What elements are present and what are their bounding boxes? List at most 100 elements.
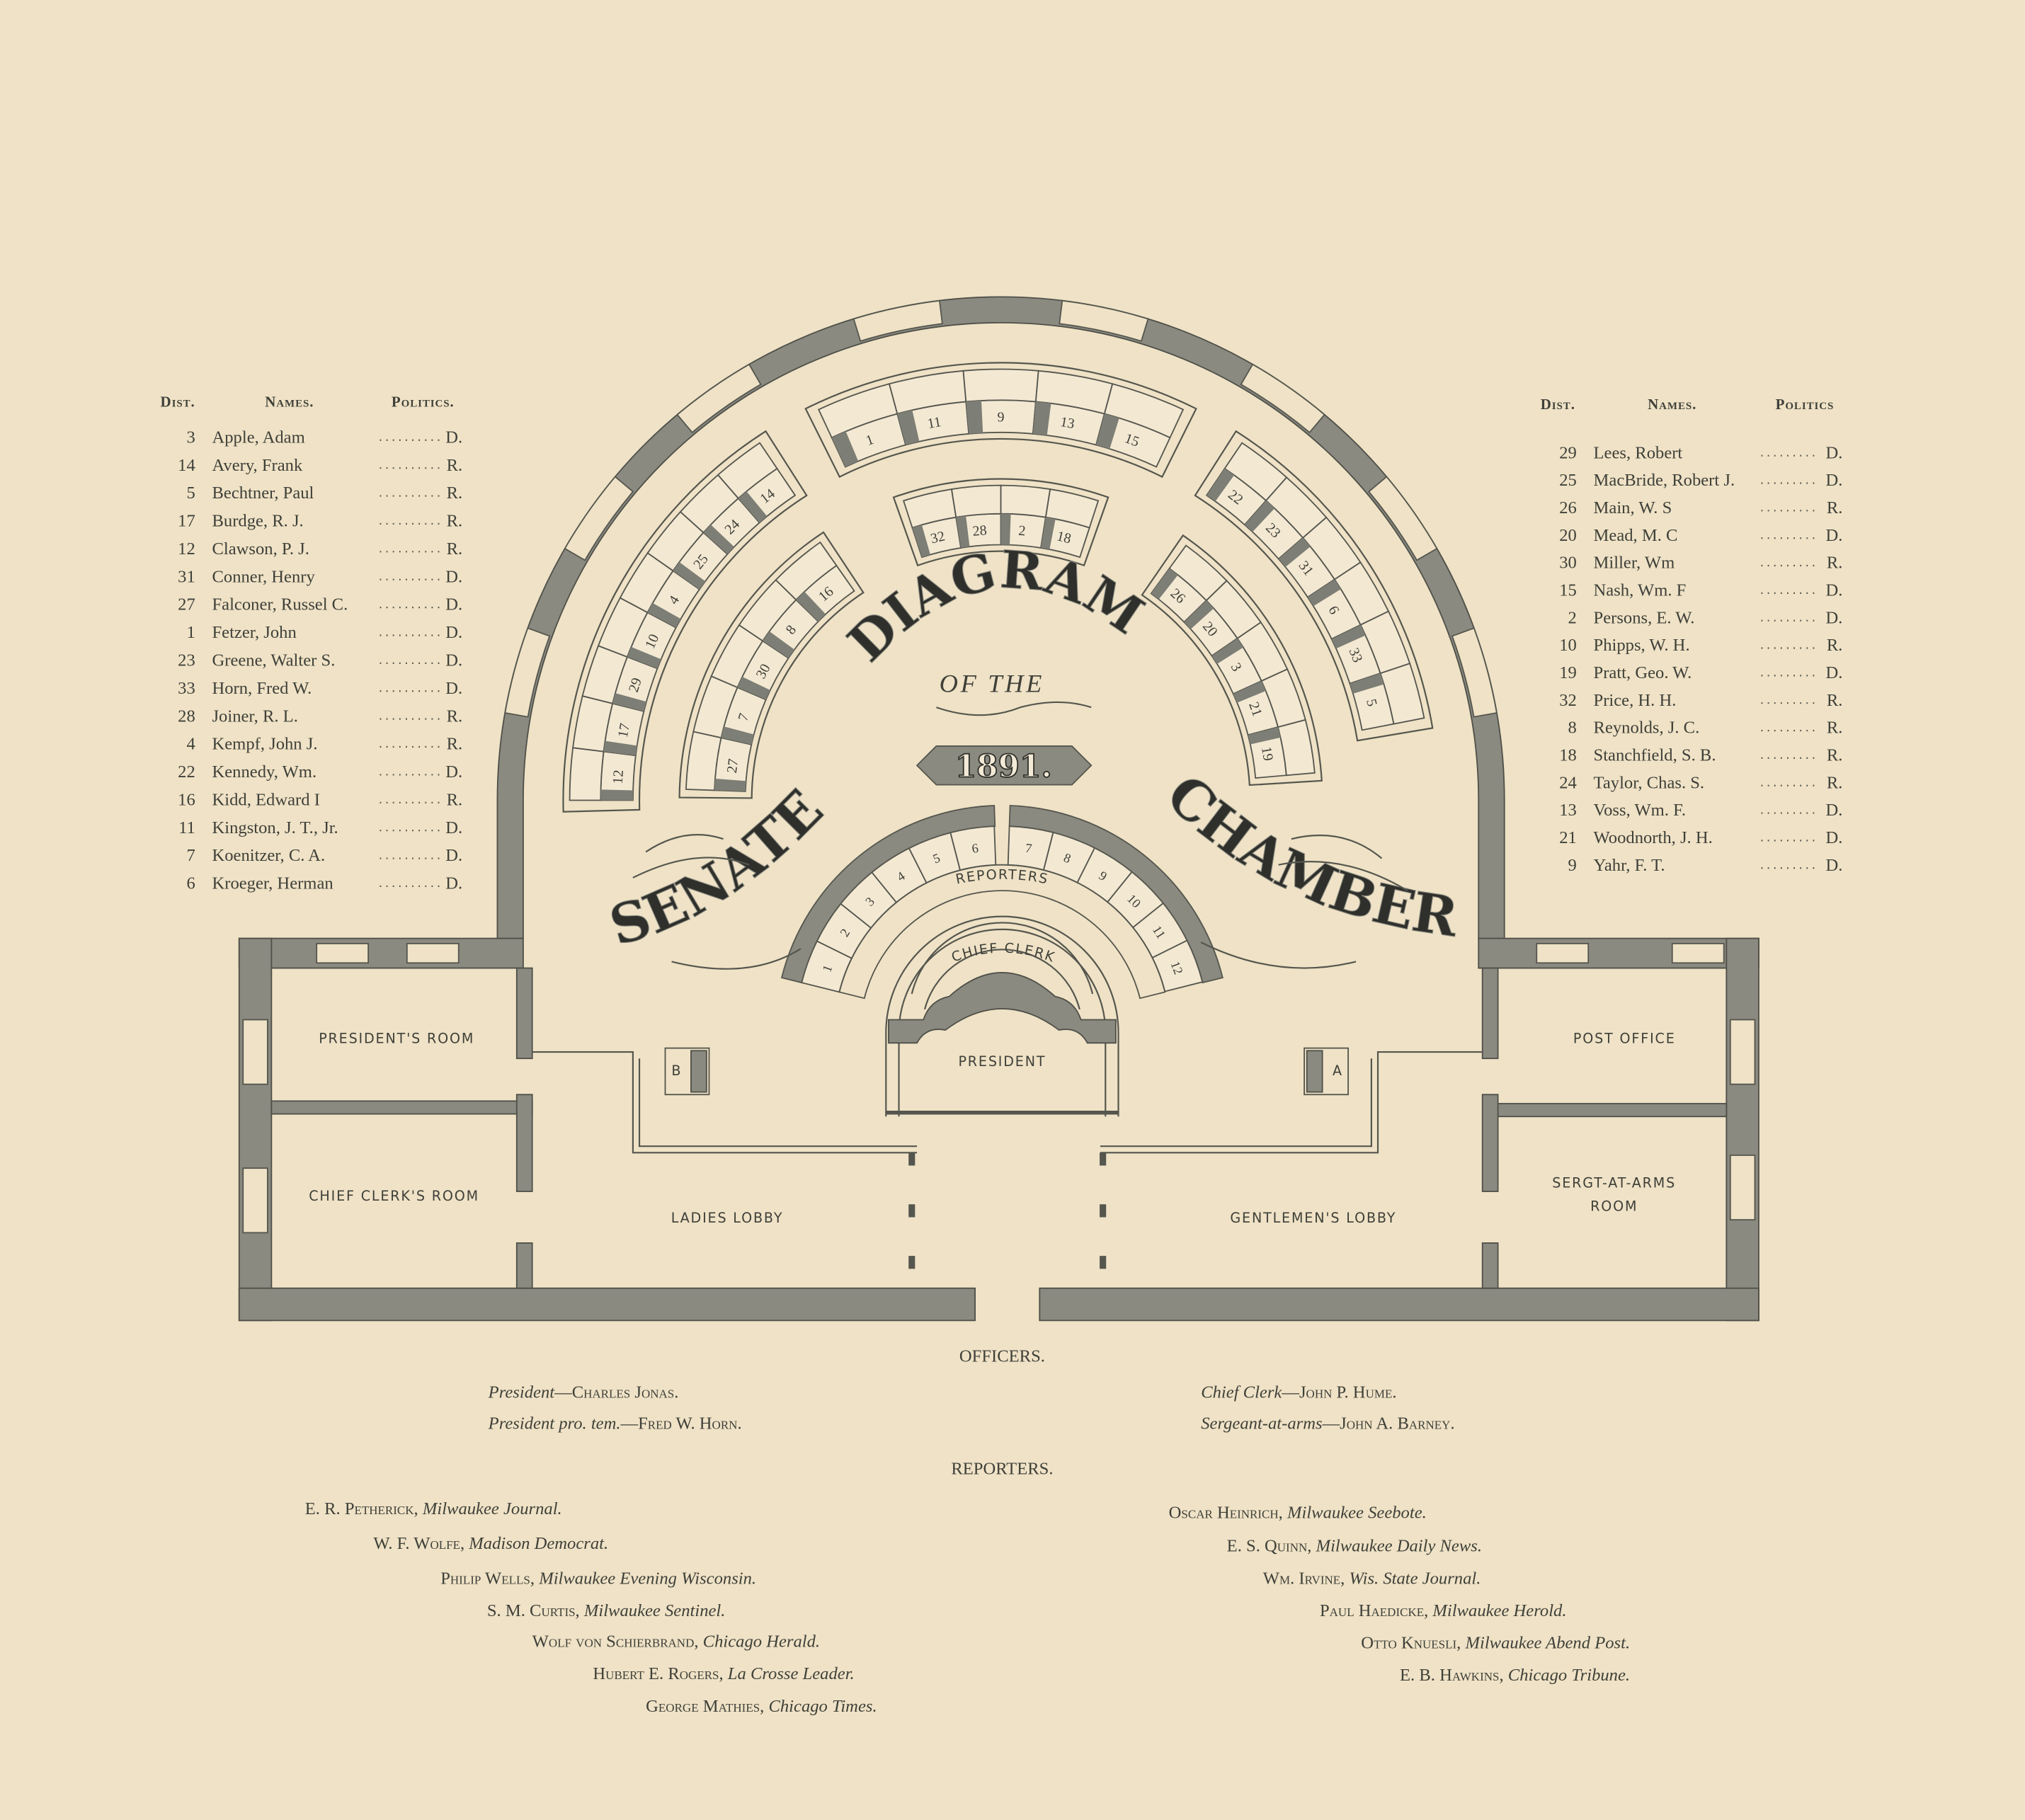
arch-window	[1367, 476, 1438, 561]
senator-seat[interactable]: 3	[1211, 621, 1289, 695]
district-number: 15	[1559, 581, 1577, 600]
reporters-aisle	[838, 864, 1166, 1000]
senator-seat[interactable]: 14	[717, 442, 797, 524]
chief-clerk-desk-inner	[923, 949, 1080, 1010]
district-number: 30	[1559, 554, 1577, 573]
seat-divider	[1211, 638, 1243, 664]
window	[1671, 942, 1725, 964]
senator-seat[interactable]: 13	[1032, 370, 1114, 446]
party: D.	[1826, 471, 1843, 490]
party: D.	[1826, 526, 1843, 545]
district-number: 14	[178, 456, 195, 475]
senator-name: Kingston, J. T., Jr.	[212, 818, 338, 837]
sergeant-at-arms-room-label: SERGT-AT-ARMS	[1552, 1175, 1676, 1191]
senator-seat[interactable]: 30	[710, 624, 789, 701]
senator-seat[interactable]: 19	[1247, 719, 1316, 779]
party: R.	[1827, 719, 1843, 738]
senator-seat[interactable]: 24	[679, 474, 760, 556]
gentlemens-lobby-label: GENTLEMEN'S LOBBY	[1230, 1210, 1396, 1226]
window	[242, 1019, 268, 1085]
senator-seat[interactable]: 11	[888, 370, 970, 446]
reporter-entry: Wolf von Schierbrand, Chicago Herald.	[532, 1632, 820, 1652]
arch-window	[1240, 363, 1325, 434]
window	[1729, 1155, 1756, 1221]
party: D.	[445, 651, 462, 670]
party: R.	[1827, 636, 1843, 655]
district-number: 33	[178, 679, 195, 698]
senator-seat[interactable]: 4	[619, 551, 701, 629]
chief-clerk-desk-outer	[911, 922, 1094, 995]
senator-seat[interactable]: 15	[1095, 383, 1185, 468]
chief-clerks-room-label: CHIEF CLERK'S ROOM	[309, 1188, 479, 1204]
party: D.	[445, 595, 462, 614]
senator-seat[interactable]: 21	[1232, 668, 1306, 736]
district-number: 25	[1559, 471, 1577, 490]
senator-seat[interactable]: 32	[902, 488, 962, 559]
senator-name: Woodnorth, J. H.	[1594, 828, 1713, 847]
senator-seat[interactable]: 10	[597, 597, 677, 670]
seat-divider	[1331, 624, 1366, 649]
reporter-seat-number: 7	[1025, 841, 1033, 856]
party: D.	[445, 679, 462, 698]
officers-section: OFFICERS. President—Charles Jonas. Presi…	[305, 1347, 1630, 1716]
seat-divider	[1244, 500, 1275, 532]
interior-wall	[515, 1094, 533, 1192]
seat-divider	[647, 602, 681, 628]
seat-chair	[962, 368, 1039, 403]
senator-name: Kennedy, Wm.	[212, 762, 316, 782]
left-wing-top-wall	[238, 937, 524, 969]
seat-chair	[1000, 484, 1051, 518]
seat-number: 11	[926, 414, 942, 432]
party: R.	[1827, 746, 1843, 765]
senator-seat[interactable]: 22	[1205, 442, 1288, 526]
senator-seat[interactable]: 9	[962, 368, 1039, 435]
district-number: 26	[1559, 498, 1577, 517]
senator-name: Mead, M. C	[1594, 526, 1678, 545]
senator-seat[interactable]: 28	[950, 484, 1002, 549]
reporter-seat[interactable]: 12	[1151, 939, 1204, 992]
district-number: 13	[1559, 801, 1577, 820]
seat-divider	[1207, 468, 1235, 502]
officer-chief-clerk: Chief Clerk—John P. Hume.	[1201, 1383, 1396, 1402]
senator-name: Nash, Wm. F	[1594, 581, 1687, 600]
post-office-label: POST OFFICE	[1573, 1030, 1676, 1046]
seat-divider	[912, 525, 930, 558]
seat-number: 27	[724, 758, 741, 774]
arch-window	[676, 363, 762, 434]
president-desk	[888, 972, 1117, 1044]
seat-divider	[612, 693, 646, 711]
district-number: 7	[186, 846, 195, 865]
senator-seat[interactable]: 25	[646, 510, 729, 590]
senator-seat[interactable]: 33	[1330, 610, 1411, 685]
seat-divider	[714, 778, 746, 791]
senator-name: Main, W. S	[1594, 498, 1672, 517]
seat-divider	[1096, 413, 1119, 450]
party: R.	[447, 790, 463, 809]
senator-seat[interactable]: 6	[1306, 561, 1390, 640]
reporter-entry: Otto Knuesli, Milwaukee Abend Post.	[1361, 1633, 1630, 1652]
president-dais	[885, 915, 1119, 1117]
seat-number: 32	[929, 528, 947, 546]
senator-seat[interactable]: 12	[569, 747, 637, 801]
seat-row-frame	[678, 531, 865, 799]
door-b-shade	[690, 1050, 707, 1093]
senator-seat[interactable]: 18	[1040, 488, 1100, 559]
roster-header-dist: Dist.	[161, 393, 195, 410]
senator-seat[interactable]: 2	[1000, 484, 1051, 549]
senator-seat[interactable]: 27	[685, 731, 753, 792]
senator-seat[interactable]: 5	[1349, 663, 1425, 731]
senator-seat[interactable]: 8	[738, 578, 819, 659]
senator-seat[interactable]: 17	[572, 695, 645, 757]
senator-seat[interactable]: 16	[775, 541, 855, 623]
